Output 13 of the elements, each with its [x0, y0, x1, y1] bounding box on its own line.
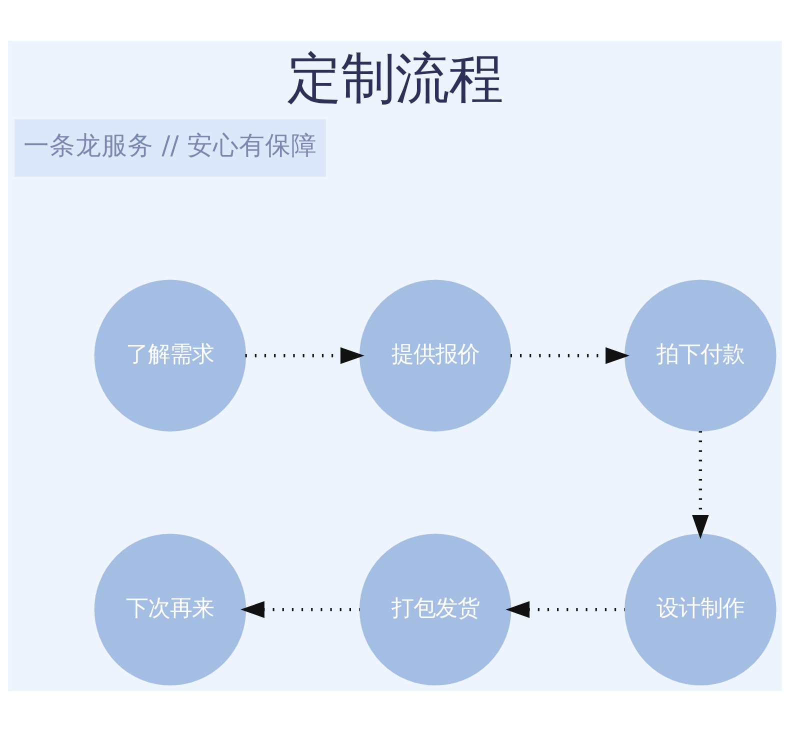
arrow: [692, 431, 709, 539]
node-circle: 了解需求: [94, 280, 246, 432]
node-circle: 提供报价: [359, 280, 512, 432]
arrow: [245, 347, 364, 364]
node-circle: 下次再来: [94, 534, 246, 686]
arrow: [510, 347, 630, 364]
arrow: [240, 601, 360, 618]
diagram-title: 定制流程: [287, 47, 503, 110]
arrow: [506, 601, 625, 618]
node-circle: 拍下付款: [624, 280, 776, 432]
node-circle: 设计制作: [624, 534, 776, 686]
node-circle: 打包发货: [359, 534, 512, 686]
label: 一条龙服务 // 安心有保障: [23, 131, 317, 162]
